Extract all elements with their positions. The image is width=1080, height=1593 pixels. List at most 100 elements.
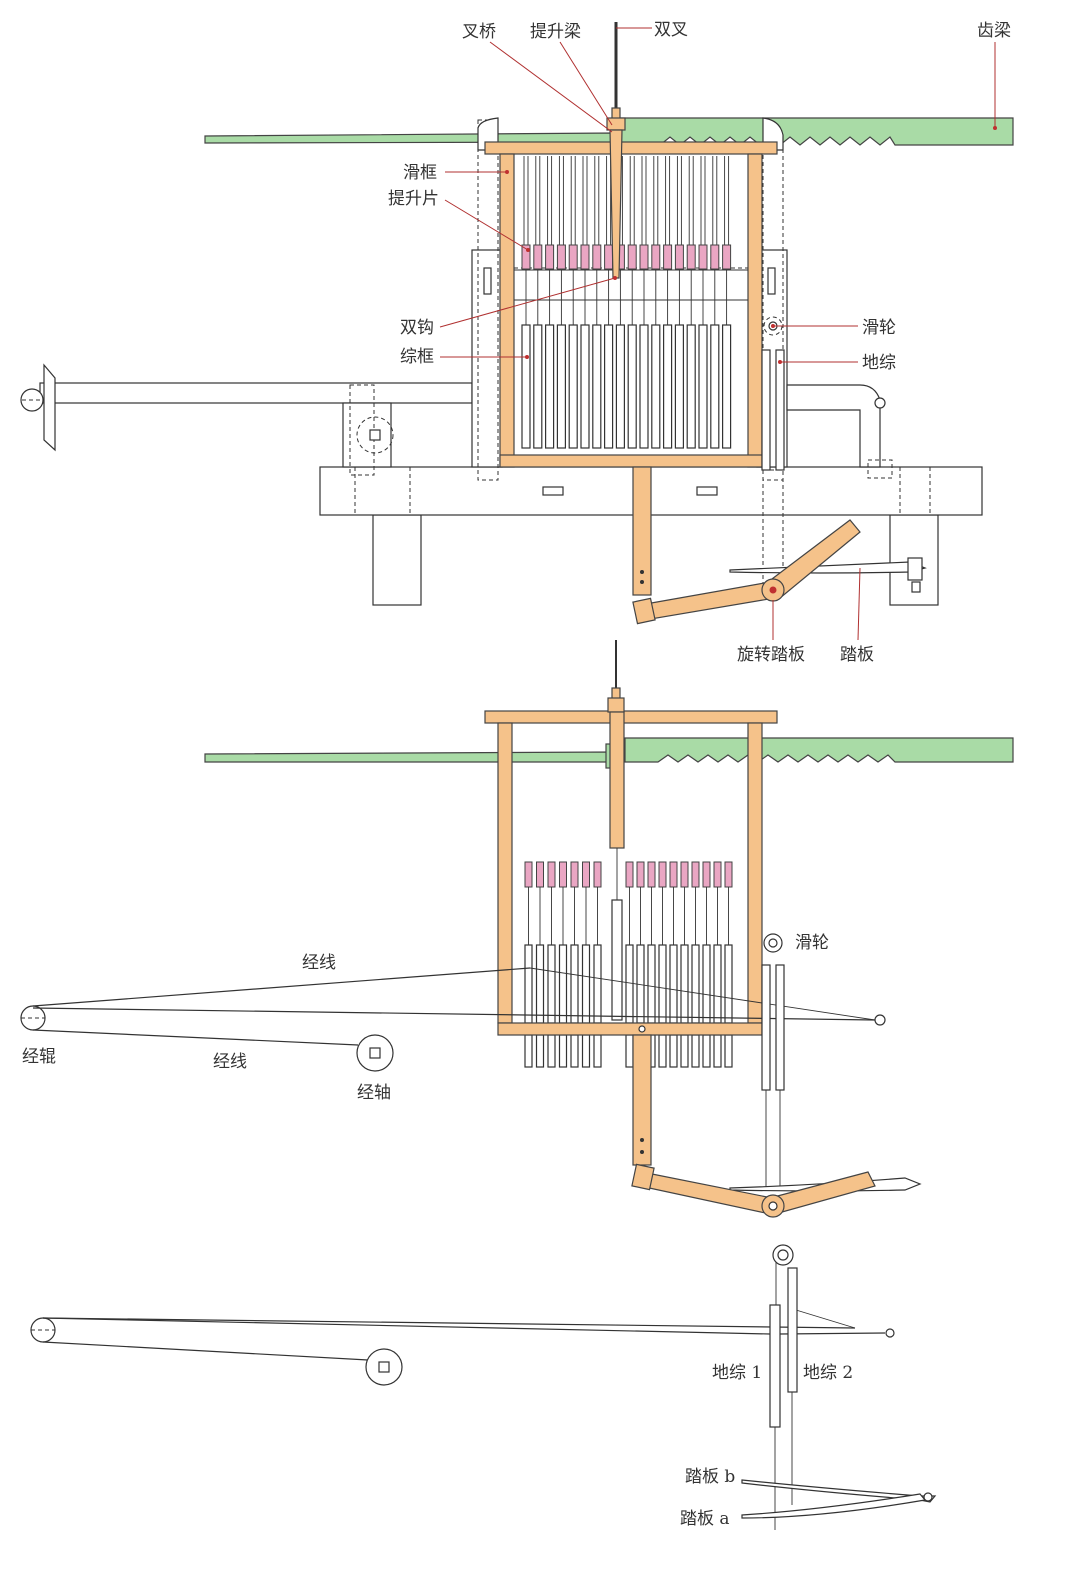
label-pedal-b: 踏板 b	[685, 1467, 735, 1487]
treadle	[729, 561, 927, 574]
lift-plate	[710, 244, 720, 270]
ground-heddle-1	[769, 1304, 781, 1428]
lift-plate	[521, 244, 531, 270]
lift-plate	[536, 861, 544, 888]
handle-icon	[43, 363, 56, 452]
heddle-frame	[691, 944, 700, 1024]
lift-plate	[545, 244, 555, 270]
label-rotating-pedal: 旋转踏板	[737, 645, 805, 665]
label-pedal: 踏板	[840, 645, 874, 665]
comb-beam	[614, 117, 1014, 146]
heddle-frame	[524, 944, 533, 1024]
bottom-view: 地综 1 地综 2 踏板 b 踏板 a	[30, 1244, 937, 1530]
heddle-frame	[686, 324, 696, 449]
heddle-frame-lower	[669, 1034, 678, 1068]
heddle-frame-lower	[558, 1034, 568, 1068]
lift-plate	[524, 861, 533, 888]
heddle-frame	[570, 944, 579, 1024]
lift-plate	[592, 244, 602, 270]
lift-plate	[686, 244, 696, 270]
label-heddle-frame: 综框	[400, 347, 434, 367]
lift-plate	[651, 244, 661, 270]
heddle-frame	[647, 944, 656, 1024]
heddle-frame	[702, 944, 711, 1024]
heddle-frame	[698, 324, 708, 449]
leader-lines	[439, 27, 997, 641]
label-pulley: 滑轮	[862, 318, 896, 338]
lift-plate	[604, 244, 614, 270]
label-warp-shaft: 经轴	[357, 1083, 391, 1103]
fork-bridge	[606, 117, 626, 131]
label-lift-plate: 提升片	[388, 189, 439, 209]
comb-beam-mid	[624, 737, 1014, 763]
heddle-frame	[558, 944, 568, 1024]
heddle-frame-lower	[702, 1034, 711, 1068]
heddle-frame	[658, 944, 667, 1024]
heddle-frame	[581, 944, 591, 1024]
heddle-frame	[724, 944, 733, 1024]
heddle-frame-lower	[658, 1034, 667, 1068]
heddle-frame-lower	[625, 1034, 634, 1068]
lift-plate	[547, 861, 556, 888]
heddle-frame-lower	[524, 1034, 533, 1068]
lift-plate	[625, 861, 634, 888]
heddle-frame	[521, 324, 531, 449]
heddle-frame-lower	[581, 1034, 591, 1068]
lift-plate	[580, 244, 590, 270]
lift-plate	[556, 244, 566, 270]
heddle-frame	[721, 324, 732, 449]
lift-plate	[593, 861, 602, 888]
heddle-frame	[593, 944, 602, 1024]
heddle-frame	[580, 324, 590, 449]
lift-beam	[609, 129, 623, 279]
heddle-frame	[713, 944, 722, 1024]
heddle-frame	[710, 324, 720, 449]
heddle-frame-lower	[691, 1034, 700, 1068]
slide-frame-right	[747, 153, 763, 468]
heddle-frame-lower	[713, 1034, 722, 1068]
label-ground-heddle-1: 地综 1	[712, 1363, 762, 1383]
heddle-frame	[544, 324, 555, 449]
lift-plate	[722, 244, 732, 270]
lift-plates	[521, 244, 732, 270]
heddle-frame	[592, 324, 602, 449]
lift-plate	[698, 244, 708, 270]
middle-view: 经线 滑轮 经辊 经线 经轴	[20, 640, 1014, 1218]
heddle-frame	[625, 944, 634, 1024]
slide-frame-top	[484, 141, 778, 155]
label-warp-upper: 经线	[302, 953, 336, 973]
lift-plate	[568, 244, 578, 270]
heddle-frame	[535, 944, 545, 1024]
label-slide-frame: 滑框	[403, 163, 437, 183]
heddle-frame	[627, 324, 637, 449]
lift-plate	[680, 861, 689, 888]
heddle-frame	[615, 324, 626, 449]
top-view: 叉桥 提升梁 双叉 齿梁 滑框 提升片 双钩 综框 滑轮 地综 旋转踏板 踏板	[20, 20, 1014, 665]
heddle-frame	[680, 944, 689, 1024]
lift-plate	[724, 861, 733, 888]
label-ground-heddle-2: 地综 2	[803, 1363, 853, 1383]
heddle-frame	[651, 324, 661, 449]
lift-plate	[582, 861, 590, 888]
pedal-a	[741, 1493, 927, 1519]
ground-heddle-2	[787, 1267, 798, 1393]
pedal-b	[741, 1479, 937, 1503]
connecting-rod	[632, 466, 652, 596]
lift-plate	[639, 244, 649, 270]
lift-plate	[669, 861, 678, 888]
leg-left	[372, 514, 422, 606]
heddle-frame-lower	[680, 1034, 689, 1068]
warp-beam-support	[39, 382, 473, 404]
label-ground-heddle: 地综	[862, 353, 896, 373]
label-warp-lower: 经线	[213, 1052, 247, 1072]
label-comb-beam: 齿梁	[977, 21, 1011, 41]
lift-beam-mid	[609, 711, 625, 849]
heddle-frame	[568, 324, 578, 449]
heddle-frame-lower	[535, 1034, 545, 1068]
heddle-frame-lower	[570, 1034, 579, 1068]
lift-plate	[658, 861, 667, 888]
lift-plate	[533, 244, 543, 270]
heddle-frames	[521, 324, 732, 449]
slide-frame-left	[499, 153, 515, 468]
